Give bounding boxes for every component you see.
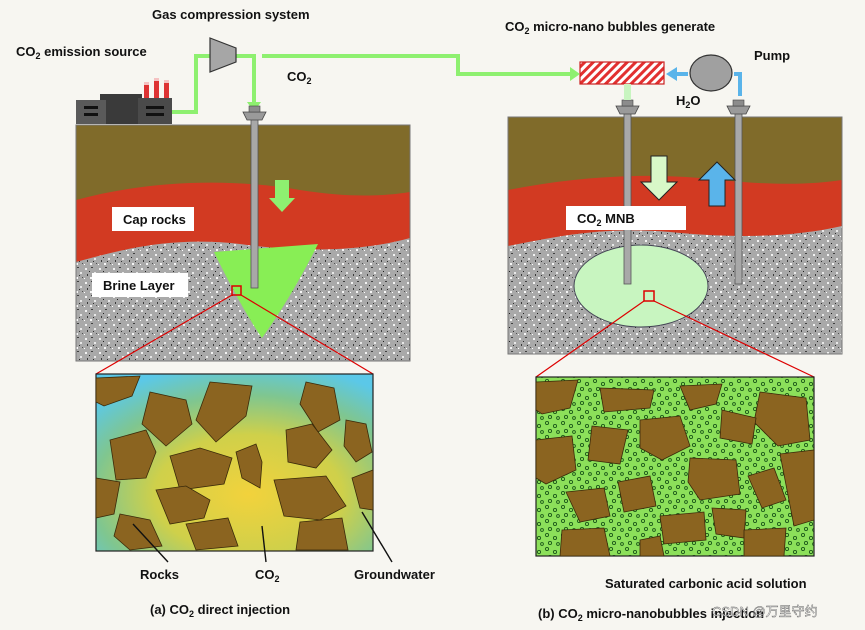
rocks-label: Rocks — [140, 567, 179, 582]
left-zoom-panel — [95, 373, 374, 552]
left-injection-well — [242, 105, 267, 289]
left-zoom-line-a — [95, 294, 233, 375]
left-ground-border — [75, 124, 411, 362]
right-caption: (b) CO2 micro-nanobubbles injection — [538, 606, 764, 623]
right-injection-well — [615, 84, 640, 285]
co2-legend-label: CO2 — [255, 567, 280, 584]
right-sample-marker — [643, 290, 655, 302]
right-zoom-line-b — [653, 300, 815, 378]
left-cap-rock-layer — [76, 182, 410, 262]
solution-label: Saturated carbonic acid solution — [605, 576, 807, 591]
cap-rocks-box — [112, 207, 194, 231]
h2o-label: H2O — [676, 93, 701, 110]
rocks-pointer-line — [132, 523, 169, 563]
right-injection-arrow-icon — [639, 155, 679, 201]
left-ground-section — [75, 124, 411, 362]
factory-icon — [76, 78, 172, 124]
left-co2-label: CO2 — [287, 69, 312, 86]
right-zoom-line-a — [535, 300, 645, 378]
left-co2-plume — [214, 244, 318, 338]
emission-source-label: CO2 emission source — [16, 44, 147, 61]
mnb-box — [566, 206, 686, 230]
groundwater-pointer-line — [361, 511, 393, 563]
mnb-label: CO2 MNB — [577, 211, 635, 228]
brine-layer-label: Brine Layer — [103, 278, 175, 293]
right-production-well — [726, 99, 751, 285]
co2-transfer-pipe — [262, 54, 572, 76]
left-co2-pipe-b — [236, 54, 256, 104]
water-flow-arrow — [666, 67, 677, 81]
pump-label: Pump — [754, 48, 790, 63]
left-rock-grains — [95, 375, 374, 551]
left-caption: (a) CO2 direct injection — [150, 602, 290, 619]
right-mnb-zone — [573, 244, 709, 328]
left-zoom-line-b — [240, 294, 374, 375]
right-zoom-panel — [535, 376, 815, 557]
left-injection-arrow-icon — [269, 180, 295, 212]
pump-icon — [689, 54, 733, 92]
left-sample-marker — [231, 285, 242, 296]
water-pipe-a — [734, 72, 742, 96]
cap-rocks-label: Cap rocks — [123, 212, 186, 227]
left-co2-pipe-a — [172, 54, 212, 114]
right-rock-grains — [535, 379, 815, 557]
brine-layer-box — [92, 273, 188, 297]
co2-transfer-arrow — [570, 67, 580, 81]
mnb-generator-icon — [579, 61, 665, 85]
gas-compressor-icon — [209, 37, 237, 73]
generator-label: CO2 micro-nano bubbles generate — [505, 19, 715, 36]
co2-pointer-line — [261, 525, 267, 563]
right-ground-section — [507, 116, 843, 355]
watermark: CSDN @万里守约 — [712, 604, 818, 619]
groundwater-label: Groundwater — [354, 567, 435, 582]
right-extraction-arrow-icon — [697, 161, 737, 207]
gas-compression-label: Gas compression system — [152, 7, 310, 22]
right-ground-border — [507, 116, 843, 355]
